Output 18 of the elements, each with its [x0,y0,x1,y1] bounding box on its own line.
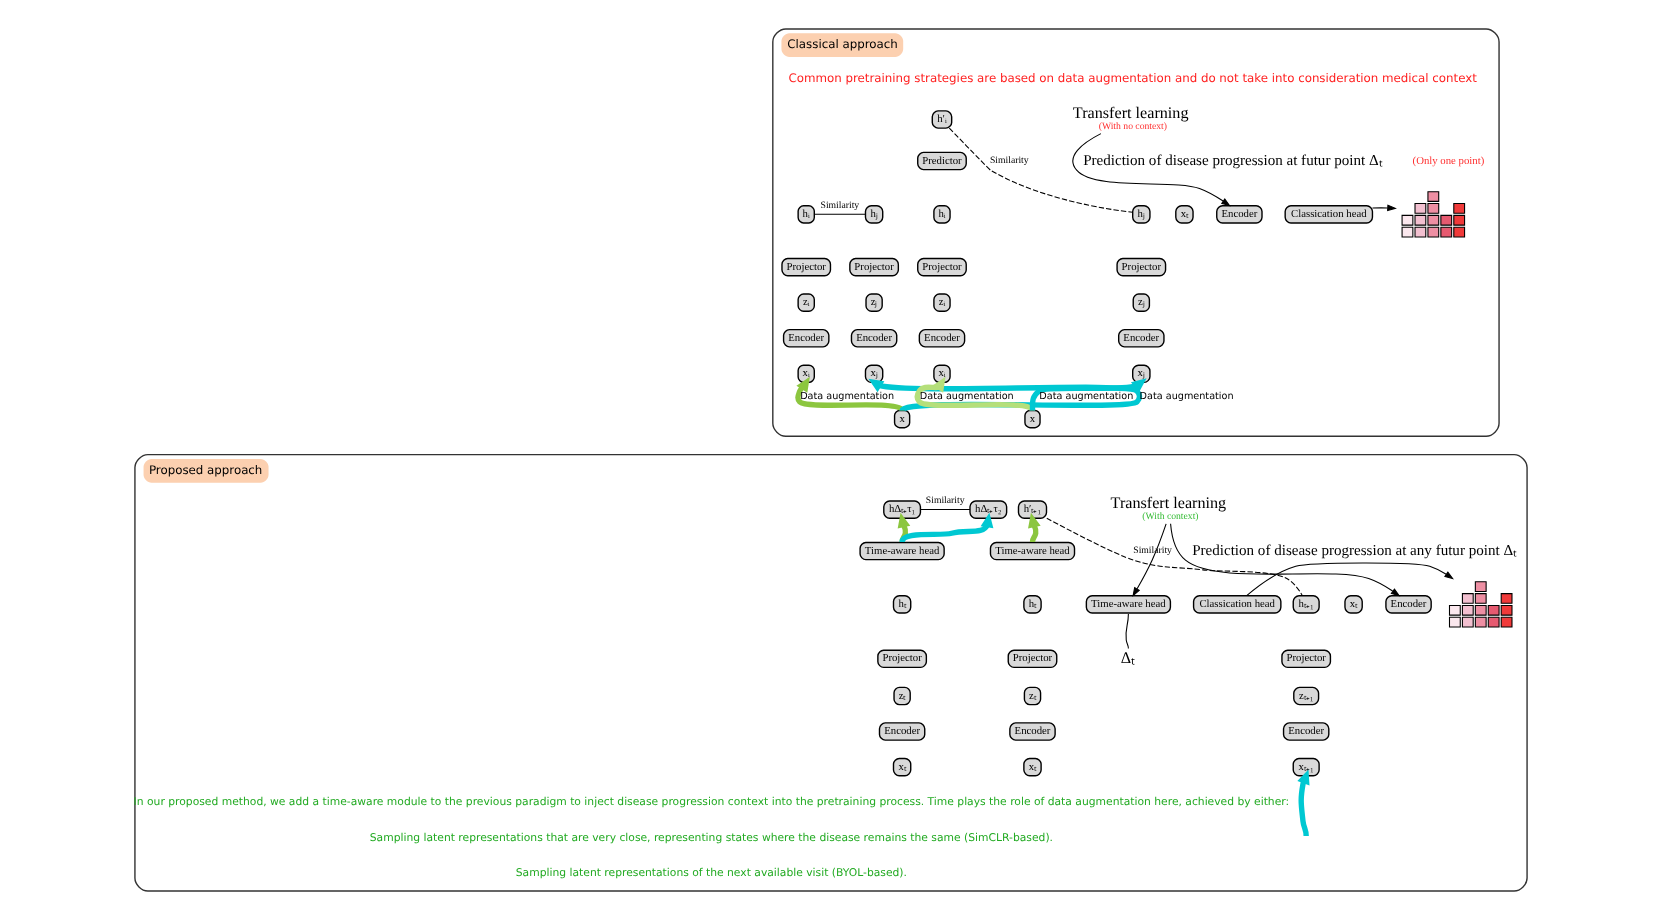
connector [919,509,970,511]
arrow [794,376,904,413]
arrow [1370,204,1396,212]
connector [813,213,865,215]
arrow [1169,523,1400,597]
arrow [1245,562,1453,597]
connector [947,127,1133,213]
connector [1124,613,1128,650]
connector [1045,517,1302,596]
label: Prediction of disease progression at any futur point Δₜ [1191,541,1517,560]
arrow [913,376,1034,413]
arrow [1131,523,1166,597]
arrow [1071,133,1230,207]
arrow [1027,512,1040,543]
arrow [1028,378,1146,411]
label: Prediction of disease progression at futur point Δₜ [1082,150,1382,169]
node-text: Δₜ [1119,648,1135,667]
arrow [1296,769,1309,837]
